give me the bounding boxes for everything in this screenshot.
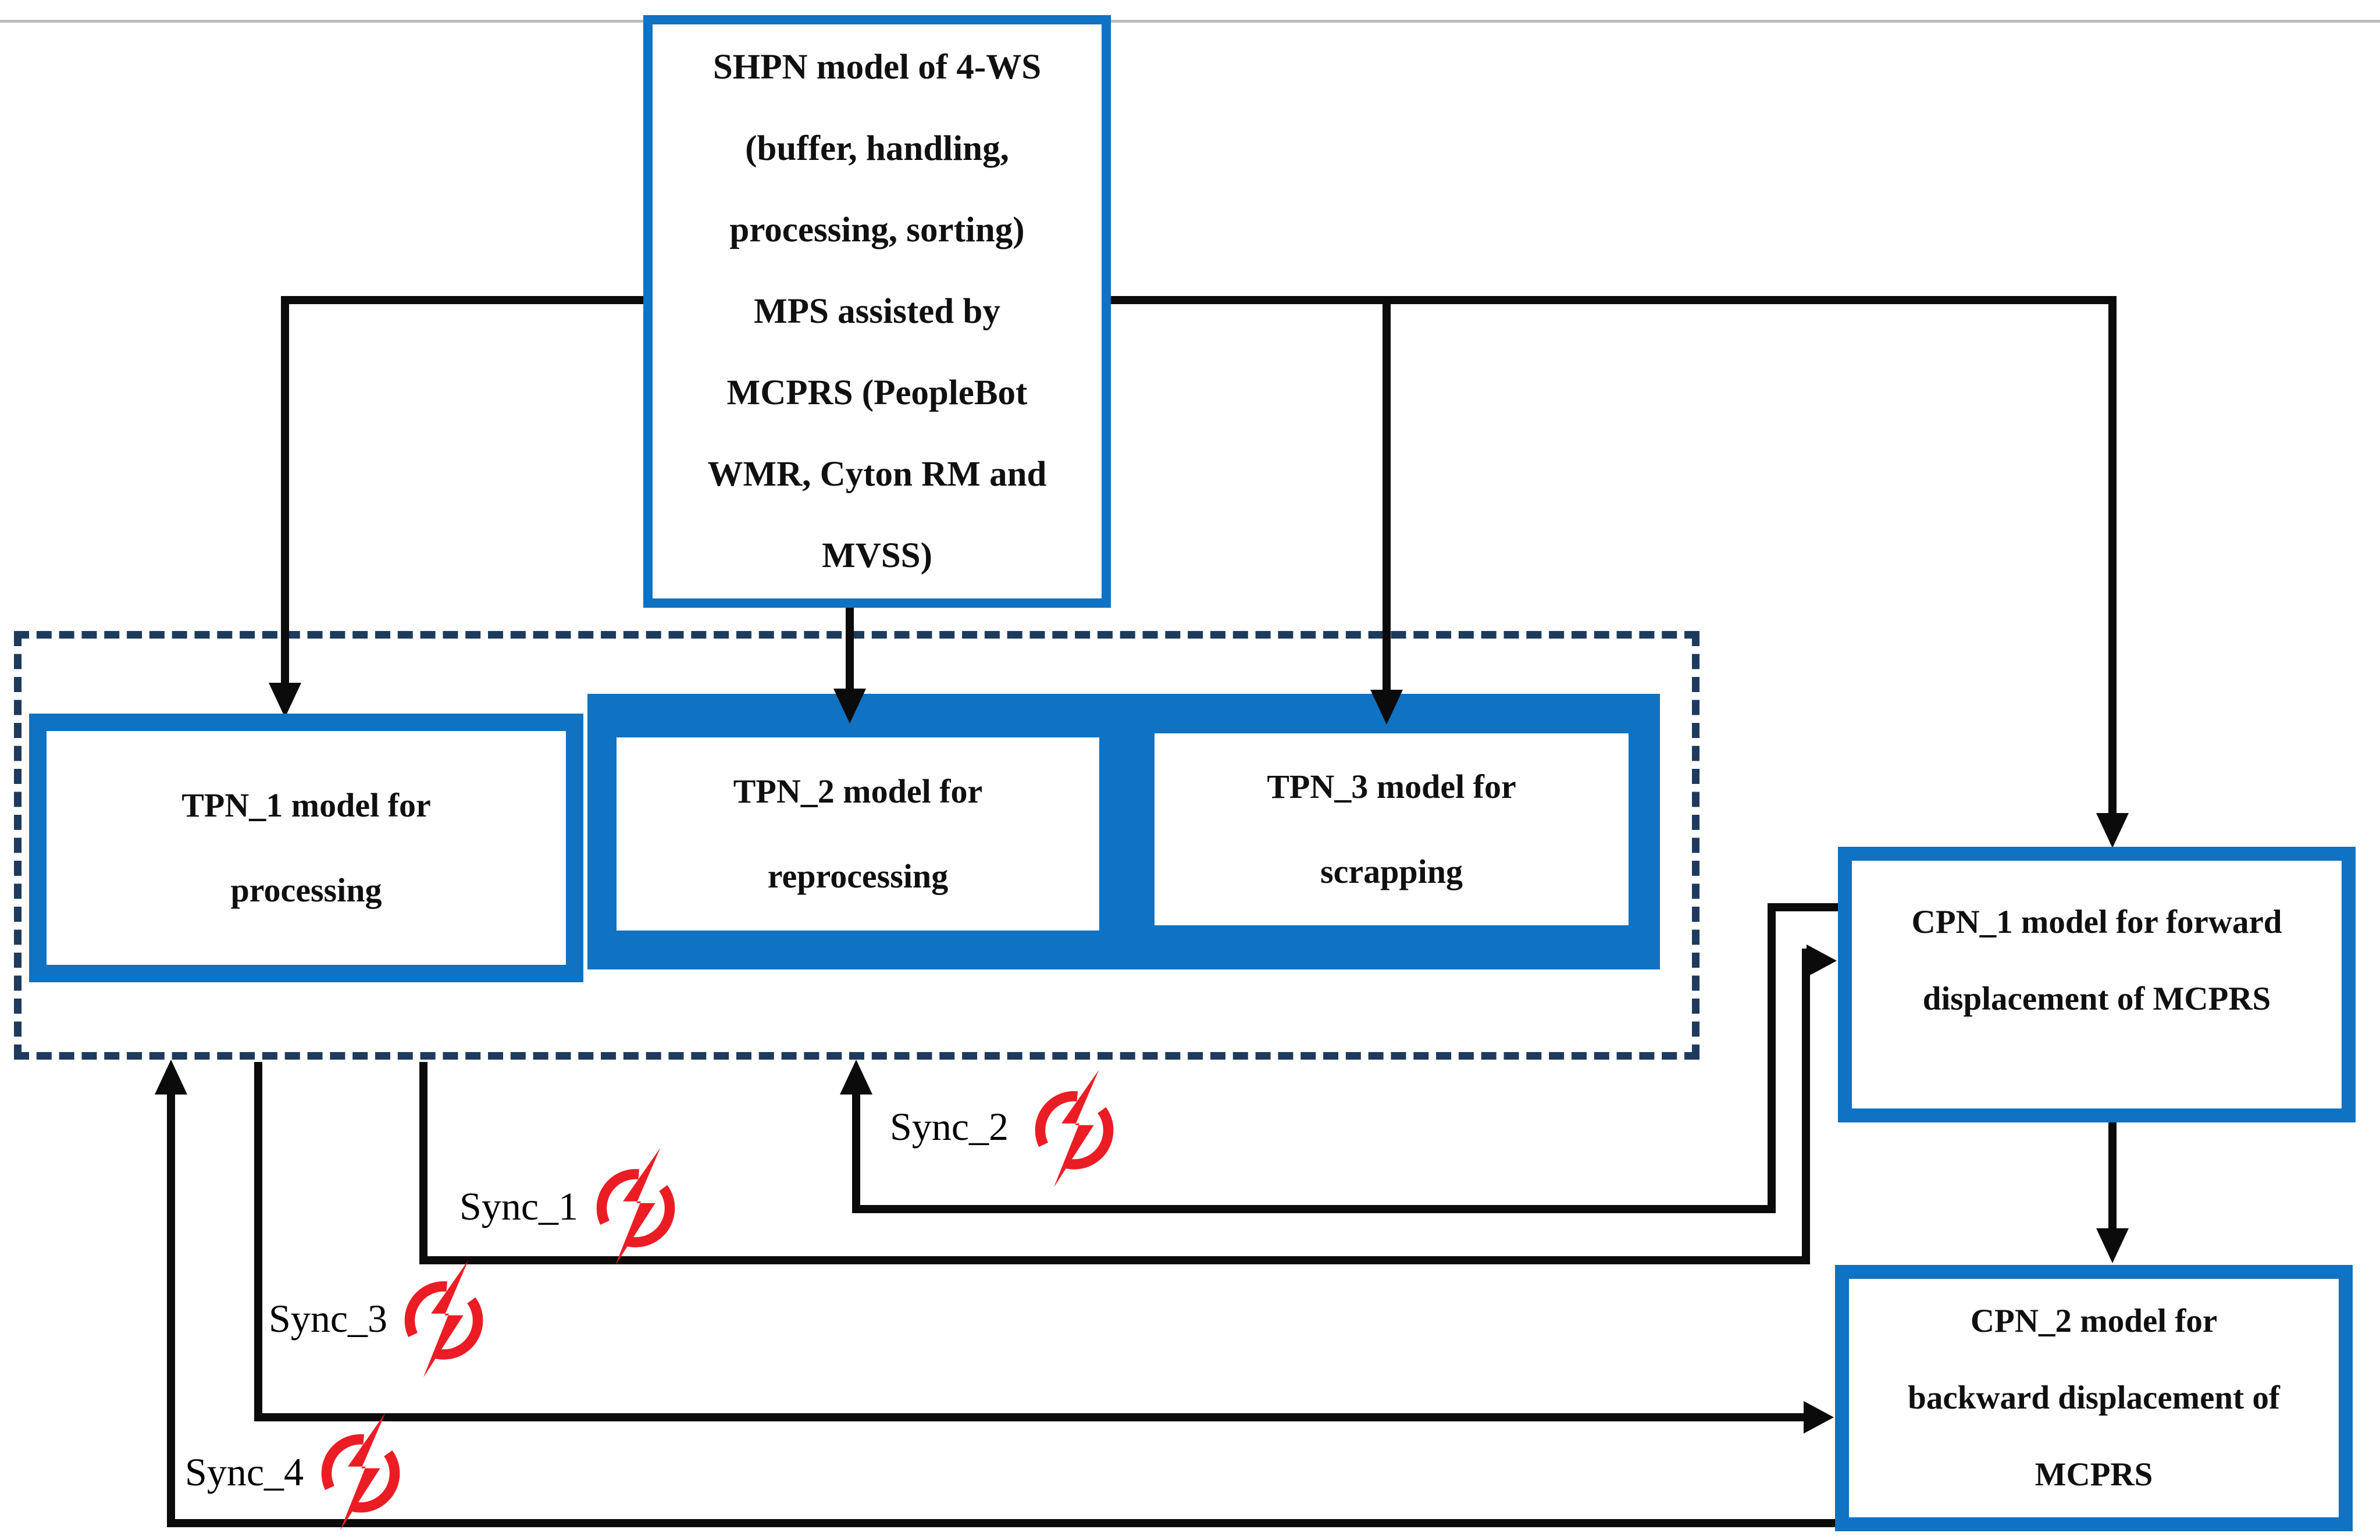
arrowhead-into-cpn1-top bbox=[2096, 813, 2129, 848]
node-cpn2: CPN_2 model for backward displacement of… bbox=[1835, 1265, 2353, 1531]
shpn-line: (buffer, handling, bbox=[745, 129, 1009, 168]
edge-shpn-to-tpn1-horizontal bbox=[281, 296, 643, 304]
tpn2-line1: TPN_2 model for bbox=[733, 772, 983, 810]
shpn-line: MPS assisted by bbox=[754, 291, 1000, 331]
sync3-horizontal bbox=[254, 1413, 1806, 1421]
shpn-line: processing, sorting) bbox=[729, 210, 1025, 249]
arrowhead-into-tpn3 bbox=[1370, 690, 1403, 725]
sync3-drop bbox=[254, 1062, 262, 1421]
arrowhead-into-cpn2-top bbox=[2096, 1228, 2129, 1263]
node-shpn: SHPN model of 4-WS (buffer, handling, pr… bbox=[643, 15, 1111, 608]
node-tpn3: TPN_3 model for scrapping bbox=[1155, 733, 1629, 925]
sync2-riser bbox=[1768, 903, 1776, 1213]
lightning-icon bbox=[592, 1147, 679, 1266]
arrowhead-sync3-into-cpn2 bbox=[1804, 1401, 1834, 1434]
sync1-horizontal bbox=[419, 1256, 1810, 1264]
cpn2-line1: CPN_2 model for bbox=[1970, 1303, 2218, 1339]
tpn2-line2: reprocessing bbox=[767, 857, 949, 895]
lightning-icon bbox=[400, 1259, 487, 1378]
edge-shpn-to-cpn1-horizontal bbox=[1092, 296, 2117, 304]
shpn-line: WMR, Cyton RM and bbox=[707, 454, 1047, 494]
edge-shpn-to-tpn2-vertical bbox=[846, 587, 854, 692]
edge-shpn-to-tpn3-vertical bbox=[1383, 300, 1391, 691]
sync2-upstub bbox=[852, 1091, 860, 1213]
sync2-horizontal bbox=[852, 1205, 1776, 1213]
cpn1-line2: displacement of MCPRS bbox=[1922, 981, 2271, 1017]
tpn3-line1: TPN_3 model for bbox=[1267, 768, 1516, 805]
sync4-drop bbox=[167, 1091, 175, 1527]
sync1-riser bbox=[1802, 949, 1810, 1264]
shpn-line: MVSS) bbox=[822, 536, 932, 575]
shpn-line: SHPN model of 4-WS bbox=[712, 47, 1042, 87]
sync3-label: Sync_3 bbox=[269, 1296, 387, 1341]
sync4-label: Sync_4 bbox=[185, 1450, 304, 1494]
sync2-label: Sync_2 bbox=[890, 1104, 1009, 1149]
sync1-drop bbox=[419, 1062, 427, 1264]
cpn2-line2: backward displacement of bbox=[1908, 1379, 2280, 1416]
arrowhead-sync4-into-group bbox=[155, 1060, 187, 1095]
page-top-rule bbox=[0, 20, 2380, 23]
lightning-icon bbox=[317, 1412, 404, 1531]
edge-cpn1-to-cpn2-vertical bbox=[2108, 1122, 2117, 1229]
sync1-label: Sync_1 bbox=[459, 1184, 578, 1228]
cpn1-line1: CPN_1 model for forward bbox=[1911, 904, 2282, 940]
arrowhead-sync1-into-cpn1 bbox=[1807, 944, 1837, 977]
cpn2-line3: MCPRS bbox=[2035, 1456, 2153, 1493]
sync4-horizontal bbox=[167, 1519, 1841, 1527]
lightning-icon bbox=[1031, 1069, 1118, 1188]
node-tpn2: TPN_2 model for reprocessing bbox=[617, 737, 1099, 931]
node-cpn1: CPN_1 model for forward displacement of … bbox=[1838, 847, 2356, 1122]
edge-shpn-to-tpn1-vertical bbox=[281, 296, 289, 683]
arrowhead-into-tpn2 bbox=[833, 689, 866, 723]
tpn-group-dotted-border bbox=[14, 631, 1700, 1060]
sync2-stub-into-cpn1 bbox=[1772, 903, 1838, 911]
arrowhead-into-tpn1 bbox=[269, 683, 301, 718]
tpn3-line2: scrapping bbox=[1320, 853, 1463, 890]
arrowhead-sync2-into-group bbox=[840, 1060, 872, 1095]
tpn1-line1: TPN_1 model for bbox=[181, 786, 431, 824]
node-tpn1: TPN_1 model for processing bbox=[29, 714, 583, 982]
edge-shpn-to-cpn1-vertical bbox=[2108, 296, 2117, 814]
tpn1-line2: processing bbox=[230, 871, 382, 909]
shpn-line: MCPRS (PeopleBot bbox=[726, 373, 1028, 412]
